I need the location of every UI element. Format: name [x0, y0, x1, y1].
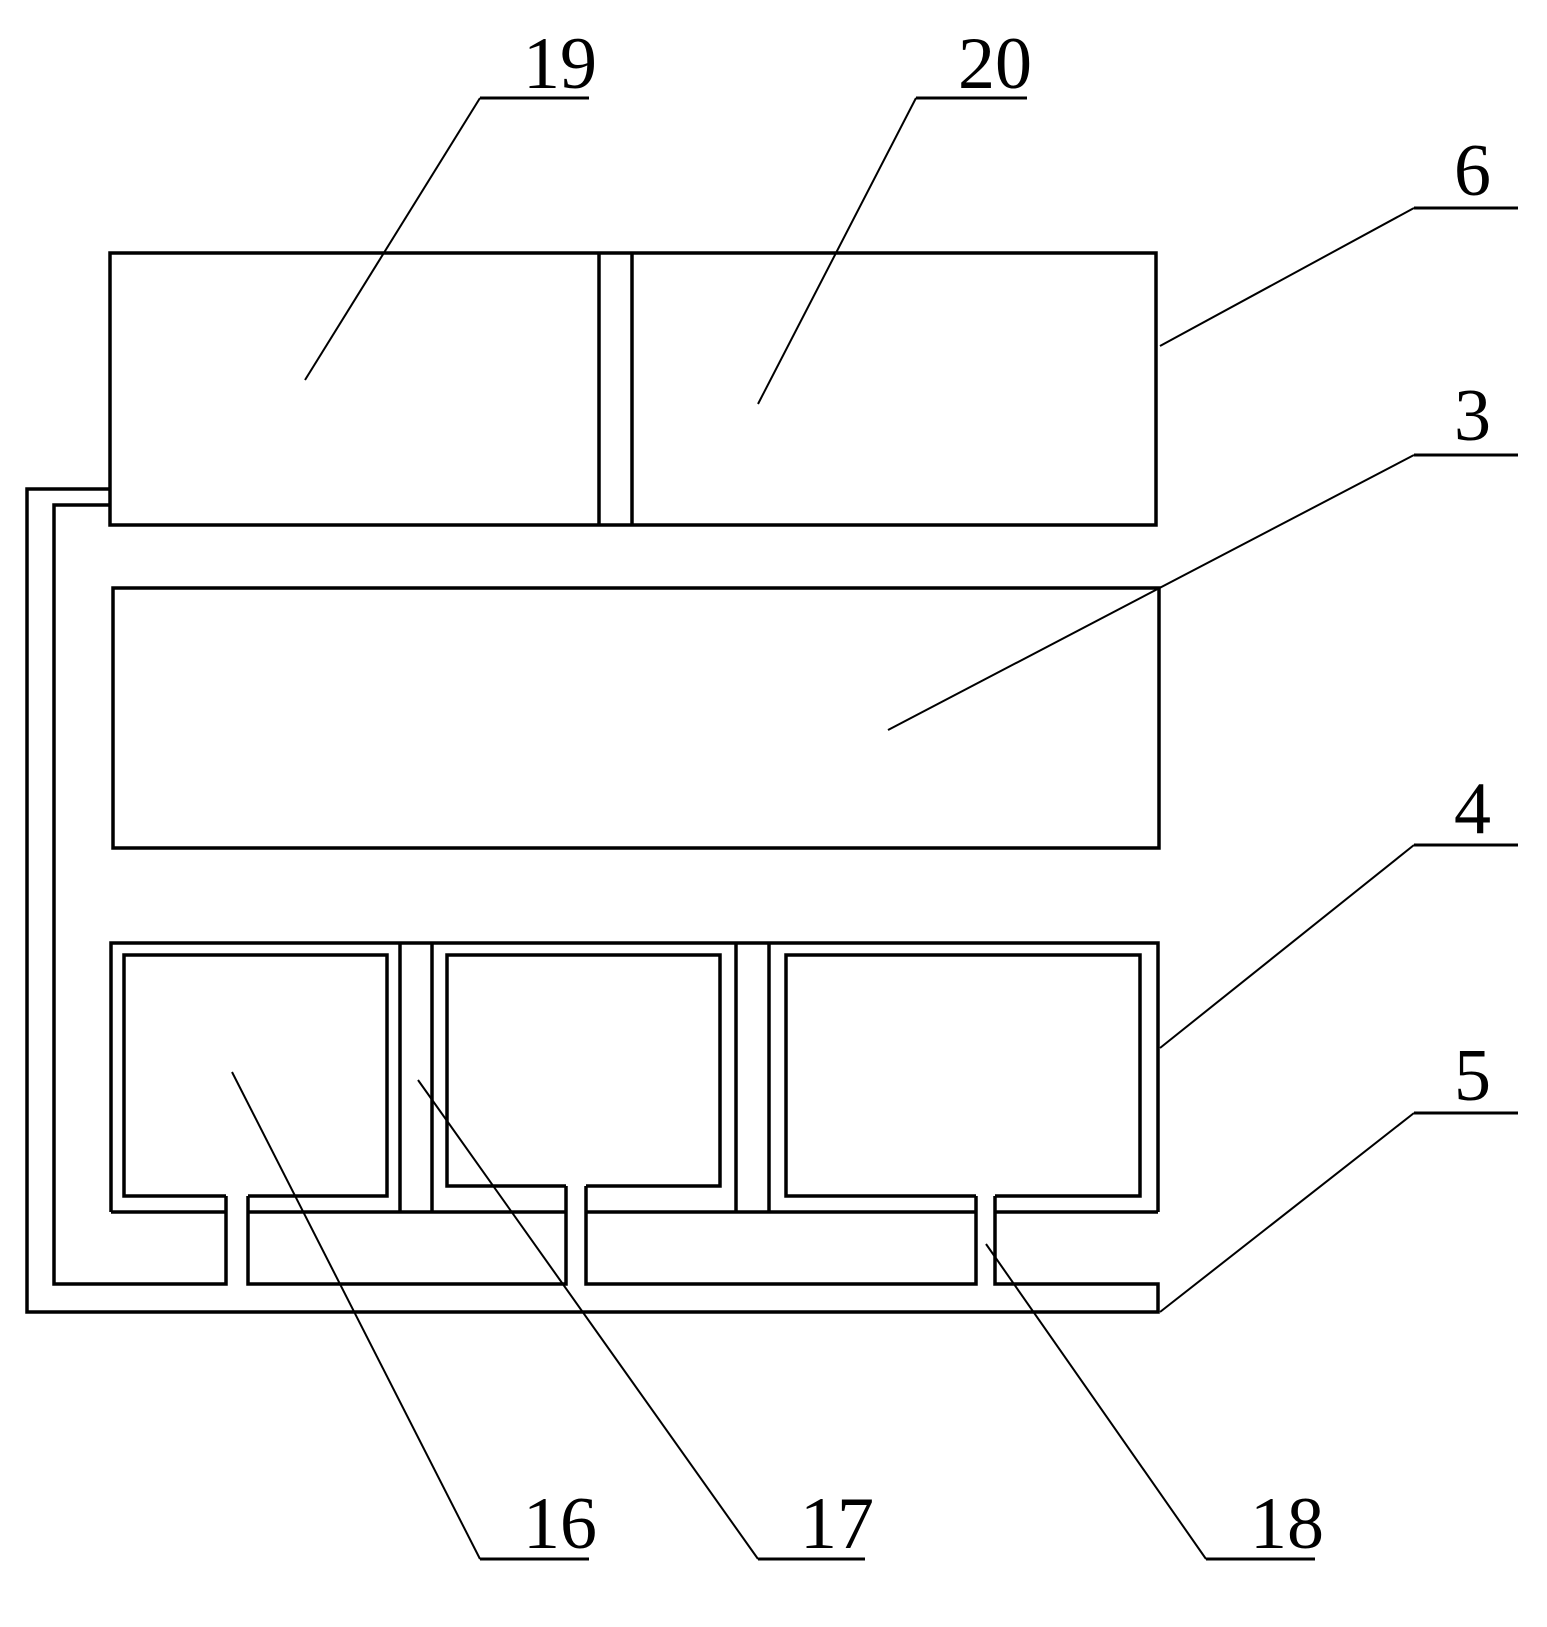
- label-16: 16: [523, 1483, 597, 1565]
- leader-lines: [231, 97, 1415, 1560]
- label-19: 19: [523, 23, 597, 105]
- label-3: 3: [1454, 375, 1491, 457]
- label-4: 4: [1454, 768, 1491, 850]
- label-5: 5: [1454, 1035, 1491, 1117]
- bottom-unit-4: [109, 941, 1160, 1214]
- label-20: 20: [958, 23, 1032, 105]
- pipe-system-5: [25, 487, 1160, 1314]
- top-unit-6: [108, 251, 1158, 527]
- compartment-18: [784, 953, 1142, 1198]
- leader-20: [757, 97, 917, 405]
- leader-3: [887, 454, 1415, 731]
- leader-18: [985, 1243, 1207, 1560]
- leader-5: [1159, 1112, 1415, 1313]
- inner-pipe-mid: [246, 1186, 568, 1286]
- bottom-unit-outline: [109, 941, 1160, 1212]
- label-underlines: [480, 96, 1518, 1561]
- leader-16: [231, 1071, 481, 1560]
- inner-pipe-right: [584, 1186, 978, 1286]
- compartment-17: [445, 953, 722, 1188]
- leader-19: [304, 97, 481, 381]
- reference-labels: 19 20 6 3 4 5 16 17 18: [523, 23, 1491, 1565]
- inner-pipe-left: [52, 503, 228, 1286]
- leader-17: [417, 1079, 759, 1560]
- leader-4: [1159, 844, 1415, 1049]
- label-6: 6: [1454, 130, 1491, 212]
- middle-unit-3: [111, 586, 1161, 850]
- compartment-16: [122, 953, 389, 1198]
- label-18: 18: [1250, 1483, 1324, 1565]
- label-17: 17: [800, 1483, 874, 1565]
- outer-pipe: [25, 487, 1160, 1314]
- leader-6: [1159, 207, 1415, 347]
